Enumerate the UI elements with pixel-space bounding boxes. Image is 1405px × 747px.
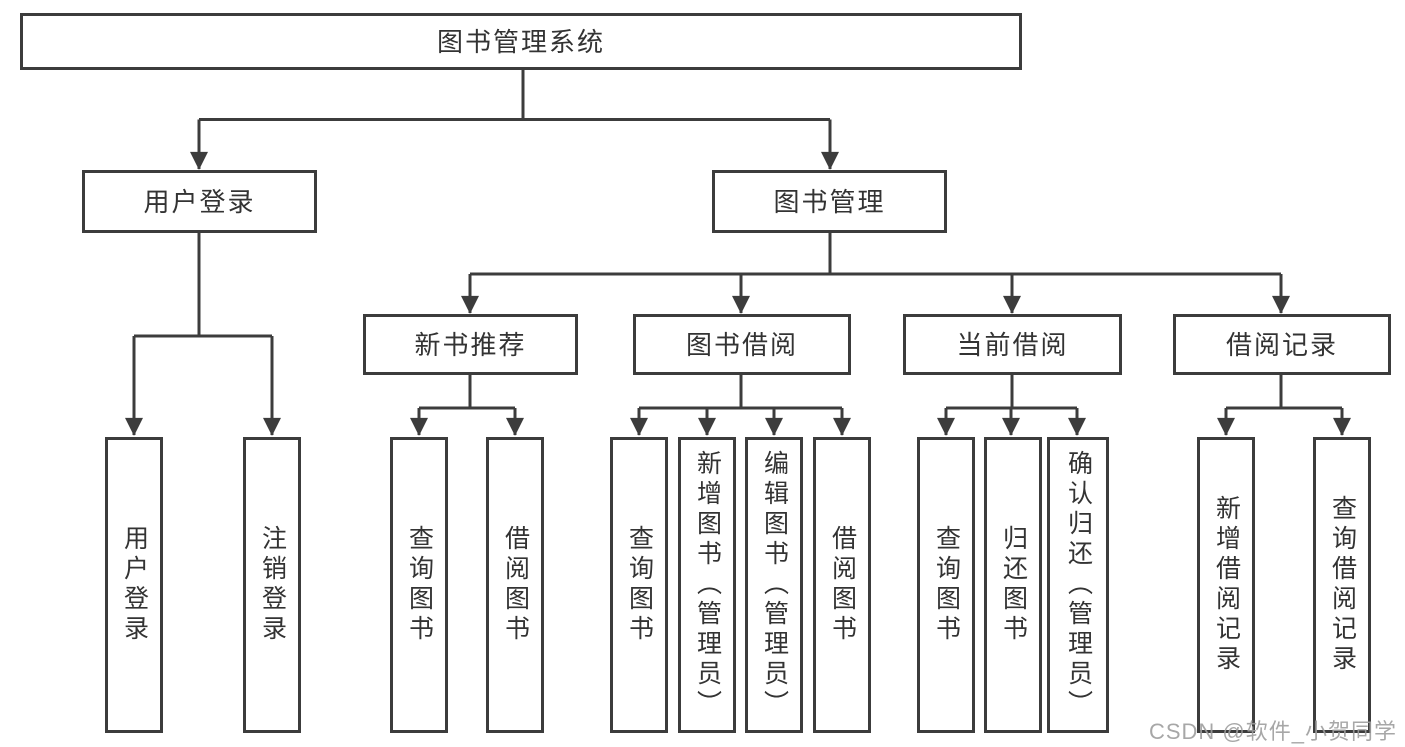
leaf-confirm-return-admin: 确认归还（管理员） (1047, 437, 1109, 733)
connector-root (190, 70, 839, 170)
node-current-borrow: 当前借阅 (903, 314, 1122, 375)
leaf-query-books-borrow: 查询图书 (610, 437, 668, 733)
leaf-query-books-current: 查询图书 (917, 437, 975, 733)
leaf-add-borrow-record: 新增借阅记录 (1197, 437, 1255, 733)
leaf-add-book-admin: 新增图书（管理员） (678, 437, 736, 733)
leaf-edit-book-admin: 编辑图书（管理员） (745, 437, 803, 733)
connector-new-book-recommend (410, 375, 524, 436)
node-borrow-records: 借阅记录 (1173, 314, 1391, 375)
leaf-logout: 注销登录 (243, 437, 301, 733)
connector-user-login (125, 233, 281, 436)
node-root: 图书管理系统 (20, 13, 1022, 70)
leaf-borrow-books-recommend: 借阅图书 (486, 437, 544, 733)
leaf-borrow-books: 借阅图书 (813, 437, 871, 733)
node-book-borrow: 图书借阅 (633, 314, 851, 375)
node-book-management: 图书管理 (712, 170, 947, 233)
node-new-book-recommend: 新书推荐 (363, 314, 578, 375)
connector-book-management (461, 233, 1290, 314)
leaf-return-books: 归还图书 (984, 437, 1042, 733)
leaf-query-borrow-record: 查询借阅记录 (1313, 437, 1371, 733)
watermark: CSDN @软件_小贺同学 (1148, 719, 1397, 744)
connector-book-borrow (630, 375, 851, 436)
connector-borrow-records (1217, 375, 1351, 436)
leaf-query-books-recommend: 查询图书 (390, 437, 448, 733)
connector-current-borrow (937, 375, 1086, 436)
node-user-login: 用户登录 (82, 170, 317, 233)
leaf-user-login: 用户登录 (105, 437, 163, 733)
